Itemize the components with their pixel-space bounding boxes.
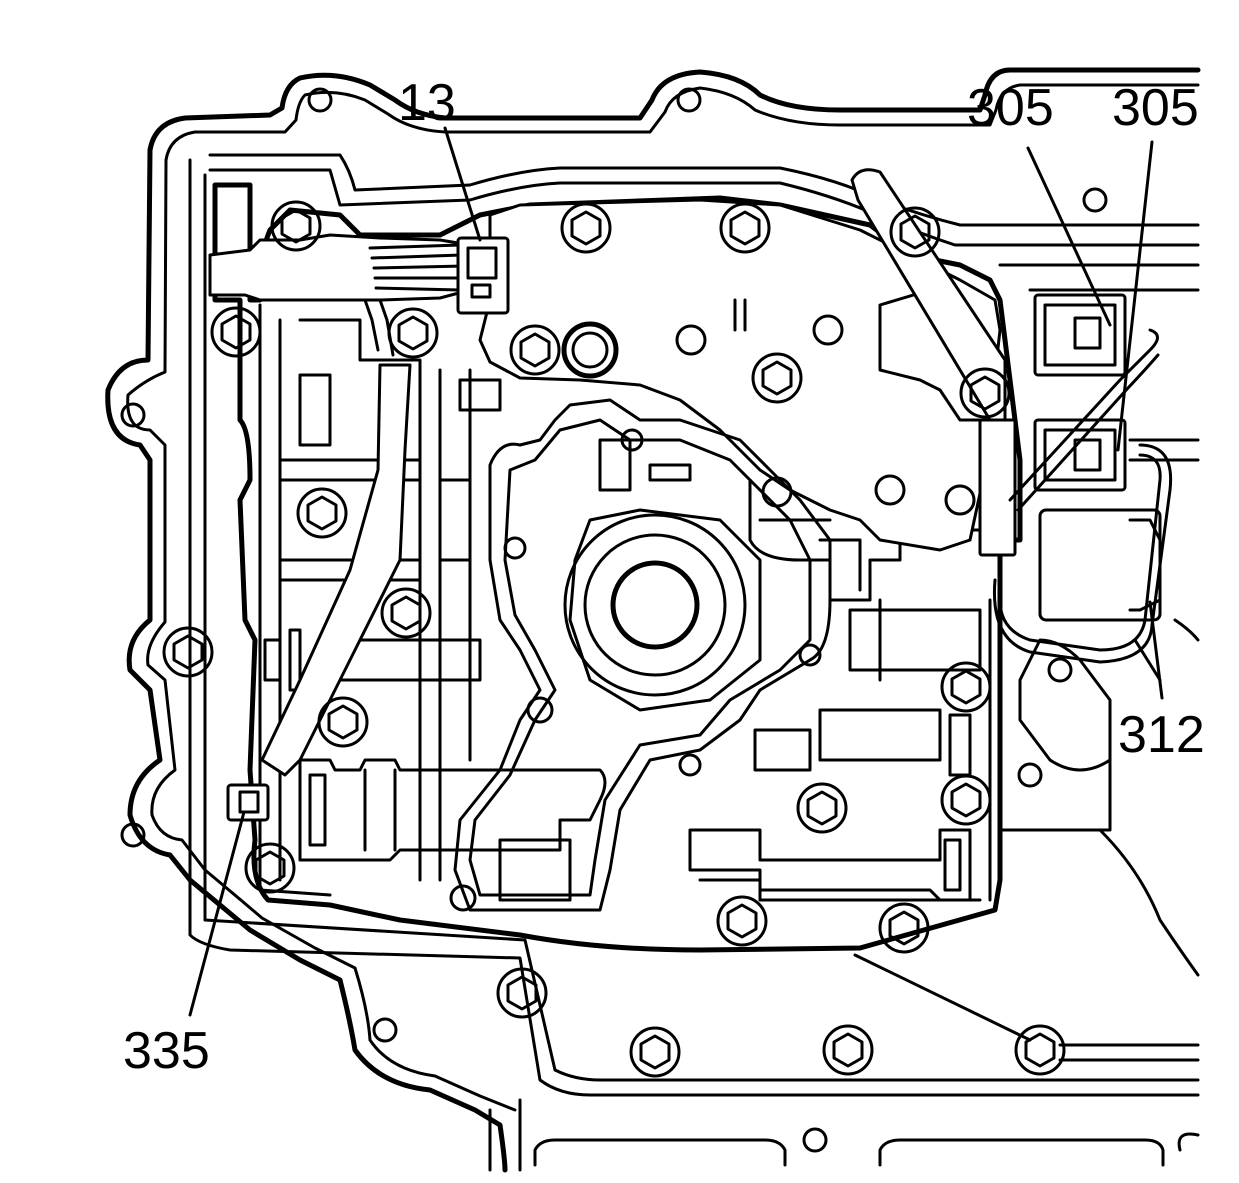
bolt — [244, 842, 296, 894]
bolt — [496, 967, 548, 1019]
holes — [561, 314, 976, 516]
bolt — [719, 202, 771, 254]
wiring-harness — [208, 233, 1173, 822]
bolt — [751, 352, 803, 404]
leader-lines — [188, 126, 1164, 1017]
bolt — [796, 782, 848, 834]
bolt — [509, 324, 561, 376]
bolt — [270, 200, 322, 252]
callout-312: 312 — [1118, 706, 1205, 764]
bolt — [940, 661, 992, 713]
bolt — [387, 307, 439, 359]
bolt — [560, 202, 612, 254]
bolt — [940, 774, 992, 826]
callout-335: 335 — [123, 1022, 210, 1080]
bolts — [162, 200, 1066, 1078]
spool-valves — [263, 598, 982, 902]
pump-area — [449, 378, 832, 912]
bolt — [296, 487, 348, 539]
bolt — [317, 696, 369, 748]
bolt — [1014, 1024, 1066, 1076]
solenoid-body — [478, 168, 1017, 557]
bolt — [822, 1024, 874, 1076]
solenoids — [998, 293, 1200, 977]
bolt — [162, 626, 214, 678]
bolt — [878, 902, 930, 954]
bolt — [716, 895, 768, 947]
bolt — [629, 1026, 681, 1078]
bolt — [210, 306, 262, 358]
bolt — [889, 206, 941, 258]
callout-labels: 13 305 305 312 335 — [123, 74, 1205, 1080]
callout-305-right: 305 — [1112, 79, 1199, 137]
bolt — [380, 587, 432, 639]
bolt — [959, 367, 1011, 419]
callout-13: 13 — [398, 74, 456, 132]
case-outline — [105, 67, 1201, 1173]
callout-305-left: 305 — [967, 79, 1054, 137]
